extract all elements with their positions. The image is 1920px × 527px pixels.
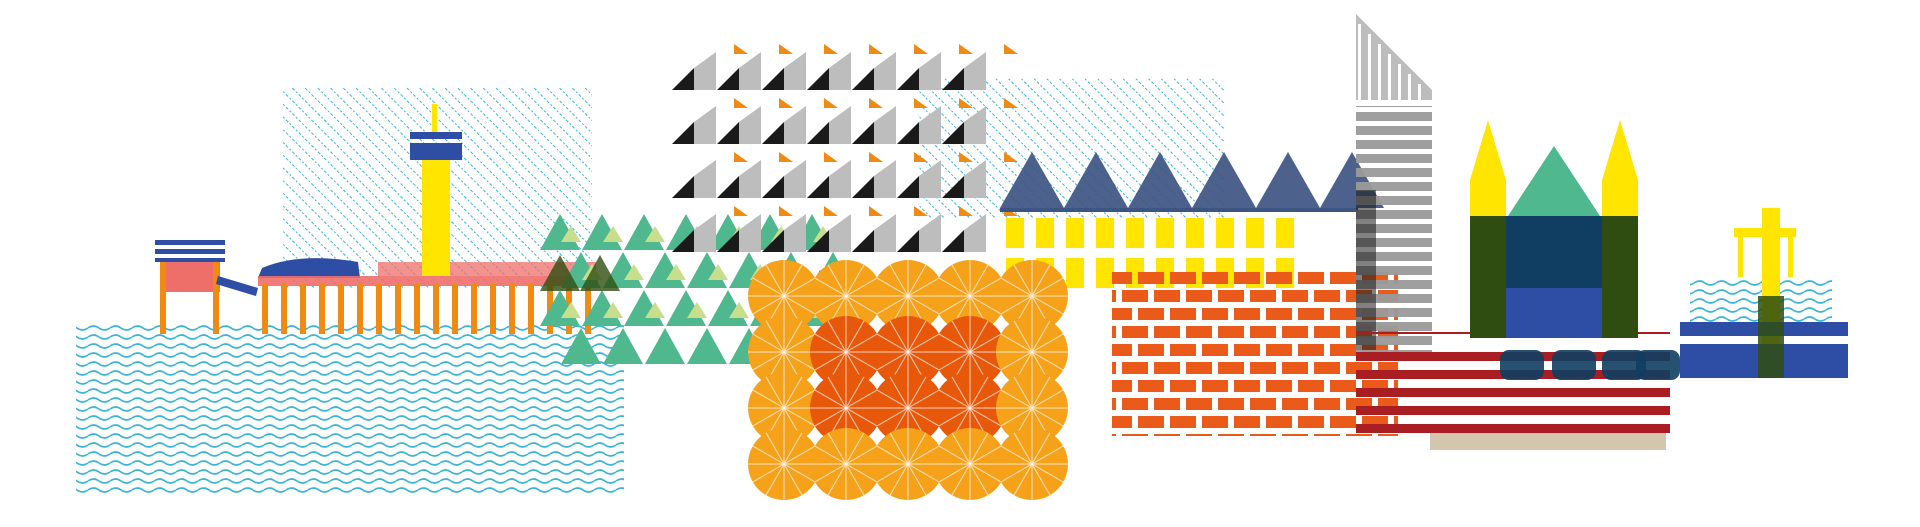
water-waves-left (76, 322, 624, 494)
orange-dome-grid (748, 260, 1068, 500)
lighthouse-tower (410, 104, 462, 276)
gray-tower (1356, 14, 1432, 354)
gangway (216, 276, 258, 296)
pier-hall-roof (258, 258, 360, 278)
castle-with-spires (1470, 120, 1680, 380)
brick-wall (1112, 270, 1398, 436)
triangle-grid (672, 44, 1018, 252)
pier-deck (258, 276, 598, 286)
pavilion-icon (155, 240, 225, 334)
small-harbor-tower (1680, 208, 1848, 378)
pier-scene (76, 88, 624, 494)
striped-bridge (1356, 332, 1670, 450)
